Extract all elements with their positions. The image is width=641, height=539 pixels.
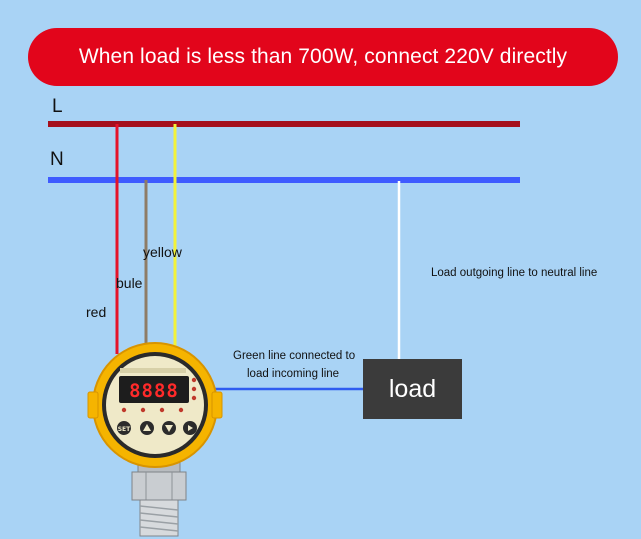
load-label: load	[388, 374, 437, 403]
banner-text: When load is less than 700W, connect 220…	[78, 45, 568, 68]
neutral-line	[48, 177, 520, 183]
neutral-line-label: N	[50, 149, 64, 170]
yellow-wire-label: yellow	[143, 244, 182, 260]
red-wire-label: red	[86, 304, 107, 320]
green-line-note-2: load incoming line	[247, 368, 340, 380]
live-line-label: L	[52, 96, 63, 117]
green-line-note-1: Green line connected to	[233, 350, 356, 362]
live-line	[48, 121, 520, 127]
controller-display: 8888	[129, 380, 179, 402]
pressure-controller-icon	[87, 342, 223, 537]
blue-wire-label: bule	[116, 275, 143, 291]
neutral-out-note: Load outgoing line to neutral line	[431, 267, 598, 279]
controller-set-button: SET	[118, 426, 131, 433]
load-box: load	[363, 359, 462, 419]
title-banner: When load is less than 700W, connect 220…	[28, 28, 618, 86]
